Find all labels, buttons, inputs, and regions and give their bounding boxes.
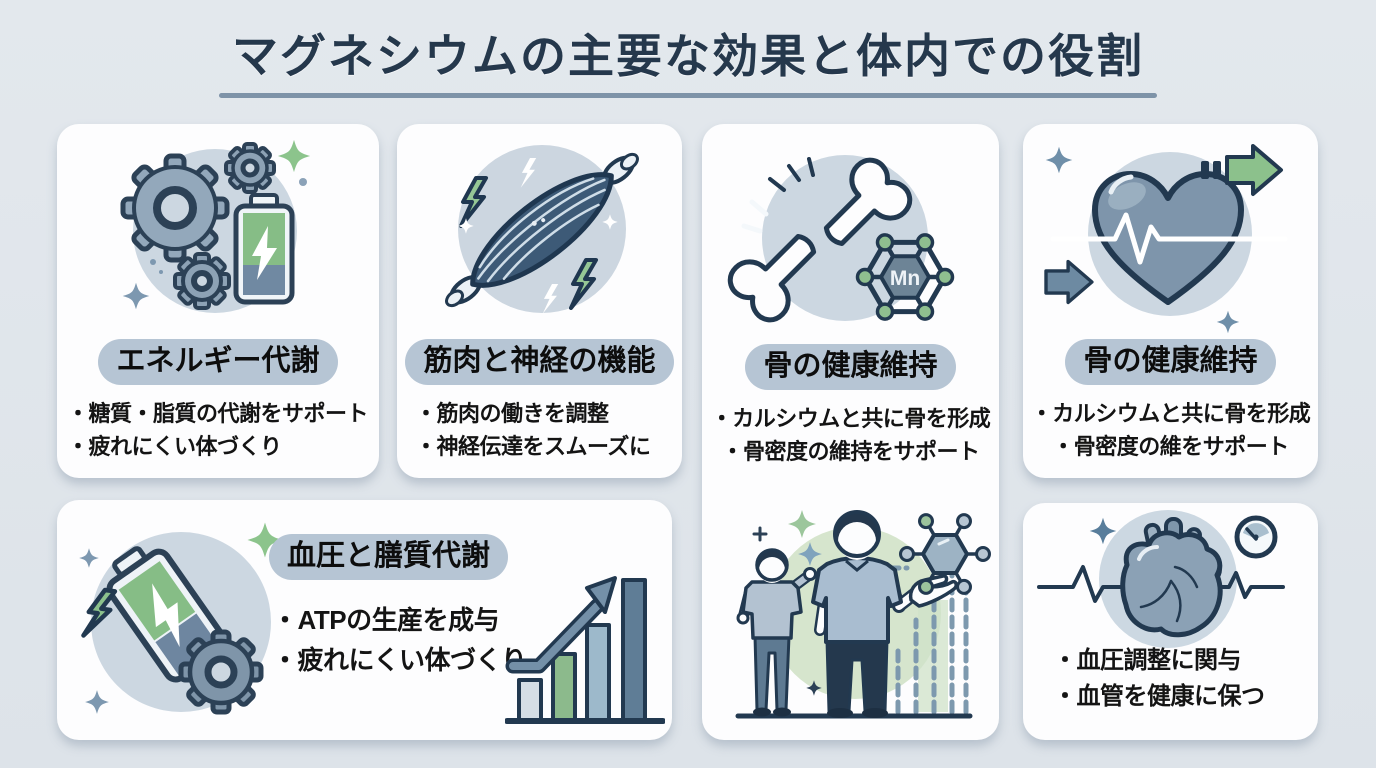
card-bullets: ・ATPの生産を成与 ・疲れにくい体づくり: [272, 600, 527, 681]
bullet-item: ・骨密度の維持をサポート: [721, 438, 980, 464]
card-title-pill: エネルギー代謝: [98, 339, 338, 385]
card-bullets: ・糖質・脂質の代謝をサポート ・疲れにくい体づくり: [57, 397, 379, 463]
green-arrow-icon: [1201, 144, 1283, 196]
card-bullets: ・カルシウムと共に骨を形成 ・骨密度の維をサポート: [1023, 397, 1318, 463]
bullet-item: ・糖質・脂質の代謝をサポート: [67, 400, 369, 426]
mn-label: Mn: [890, 267, 920, 290]
card-bullets: ・カルシウムと共に骨を形成 ・骨密度の維持をサポート: [702, 402, 999, 468]
anatomical-heart-gauge-icon: [1023, 503, 1318, 658]
pressure-gauge-icon: [1234, 515, 1278, 559]
card-bone-health: Mn 骨の健康維持 ・カルシウムと共に骨を形成 ・骨密度の維持をサポート: [702, 124, 999, 740]
bullet-item: ・筋肉の働きを調整: [415, 400, 609, 426]
mn-molecule-icon: Mn: [855, 233, 955, 321]
bullet-item: ・血圧調整に関与: [1053, 647, 1241, 674]
bullet-item: ・神経伝達をスムーズに: [415, 433, 651, 459]
card-title-pill: 血圧と膳質代謝: [269, 534, 509, 580]
molecule-icon: [899, 513, 991, 595]
card-heart-rate: 骨の健康維持 ・カルシウムと共に骨を形成 ・骨密度の維をサポート: [1023, 124, 1318, 478]
card-energy-metabolism: エネルギー代謝 ・糖質・脂質の代謝をサポート ・疲れにくい体づくり: [57, 124, 379, 478]
rising-bar-chart-icon: [504, 570, 666, 737]
card-vessel-health: ・血圧調整に関与 ・血管を健康に保つ: [1023, 503, 1318, 740]
slate-arrow-icon: [1044, 259, 1094, 305]
bullet-item: ・ATPの生産を成与: [272, 605, 500, 635]
child-figure: [736, 548, 817, 717]
bullet-item: ・骨密度の維をサポート: [1052, 433, 1289, 459]
muscle-lightning-icon: [420, 134, 660, 339]
adult-figure: [811, 510, 958, 718]
people-molecule-illustration: [735, 510, 991, 719]
broken-bone-mn-molecule-icon: Mn: [702, 134, 999, 344]
bullet-item: ・疲れにくい体づくり: [272, 645, 527, 676]
title-underline: [219, 93, 1157, 98]
card-title-pill: 骨の健康維持: [745, 344, 956, 390]
bullet-item: ・疲れにくい体づくり: [67, 433, 282, 459]
card-muscle-nerve: 筋肉と神経の機能 ・筋肉の働きを調整 ・神経伝達をスムーズに: [397, 124, 682, 478]
heart-ekg-arrows-icon: [1023, 134, 1318, 339]
bullet-item: ・カルシウムと共に骨を形成: [710, 405, 991, 431]
card-bullets: ・血圧調整に関与 ・血管を健康に保つ: [1053, 643, 1265, 715]
gears-battery-icon: [98, 134, 338, 339]
tilted-battery-gear-icon: [69, 510, 284, 735]
bullet-item: ・血管を健康に保つ: [1053, 683, 1265, 710]
page-title: マグネシウムの主要な効果と体内での役割: [232, 30, 1144, 82]
card-bullets: ・筋肉の働きを調整 ・神経伝達をスムーズに: [397, 397, 682, 463]
card-title-pill: 筋肉と神経の機能: [405, 339, 674, 385]
card-blood-pressure-metabolism: 血圧と膳質代謝 ・ATPの生産を成与 ・疲れにくい体づくり: [57, 500, 672, 740]
bullet-item: ・カルシウムと共に骨を形成: [1030, 400, 1311, 426]
card-title-pill: 骨の健康維持: [1065, 339, 1276, 385]
